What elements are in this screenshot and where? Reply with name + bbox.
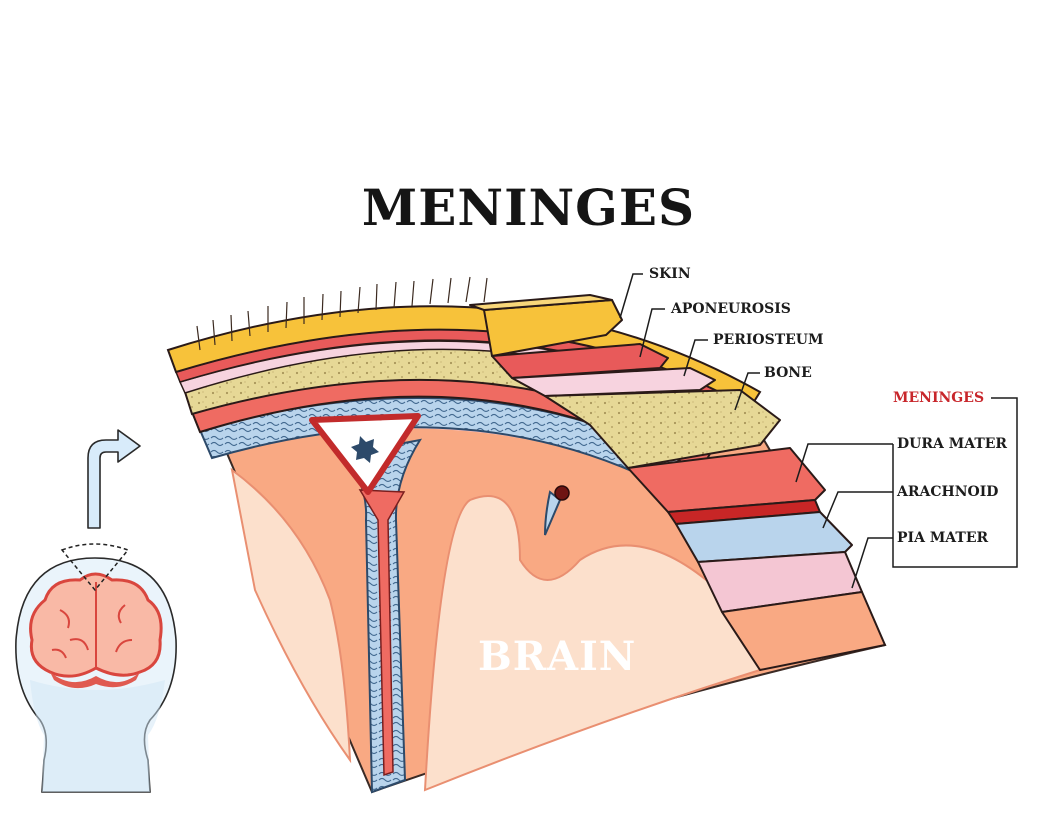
label-bone: BONE: [764, 365, 812, 381]
layer-steps: [469, 294, 886, 671]
blood-vessel: [554, 485, 570, 501]
pia-leader: [851, 537, 893, 589]
skin-leader: [619, 273, 643, 319]
falx-dura: [358, 489, 406, 777]
cross-section: [166, 276, 887, 794]
periosteum-step: [511, 367, 716, 397]
brain-core-right: [423, 495, 762, 792]
dura-leader: [795, 443, 893, 483]
label-periosteum: PERIOSTEUM: [713, 332, 824, 348]
label-arachnoid: ARACHNOID: [897, 484, 999, 500]
bone-step: [544, 389, 781, 469]
skin-layer: [166, 305, 762, 410]
arachnoid-granulation: [351, 436, 379, 463]
aponeurosis-leader: [639, 308, 665, 358]
aponeurosis-step: [491, 343, 669, 379]
periosteum-leader: [683, 339, 708, 377]
dura-step: [627, 447, 826, 513]
label-meninges-group: MENINGES: [893, 390, 985, 406]
brain-core-left: [230, 467, 352, 764]
arachnoid-step: [675, 511, 853, 563]
skin-step-top: [469, 294, 613, 311]
bone-leader: [734, 372, 760, 411]
focus-wedge-icon: [60, 543, 130, 592]
head-overview: [15, 429, 177, 793]
hair: [196, 276, 488, 351]
meninges-bracket: [892, 397, 1018, 568]
brain-icon-base: [50, 672, 140, 689]
label-brain: BRAIN: [478, 633, 637, 680]
brain-step: [721, 591, 886, 671]
head-shade: [30, 680, 165, 792]
label-pia-mater: PIA MATER: [897, 530, 989, 546]
label-dura-mater: DURA MATER: [897, 436, 1008, 452]
arachnoid-leader: [822, 491, 893, 529]
leader-lines: [619, 273, 1018, 589]
label-skin: SKIN: [649, 266, 691, 282]
pointer-arrow-icon: [87, 429, 141, 529]
diagram-title: MENINGES: [361, 178, 696, 237]
label-aponeurosis: APONEUROSIS: [671, 301, 791, 317]
sulcus: [544, 490, 562, 536]
brain-icon-folds: [51, 582, 133, 668]
